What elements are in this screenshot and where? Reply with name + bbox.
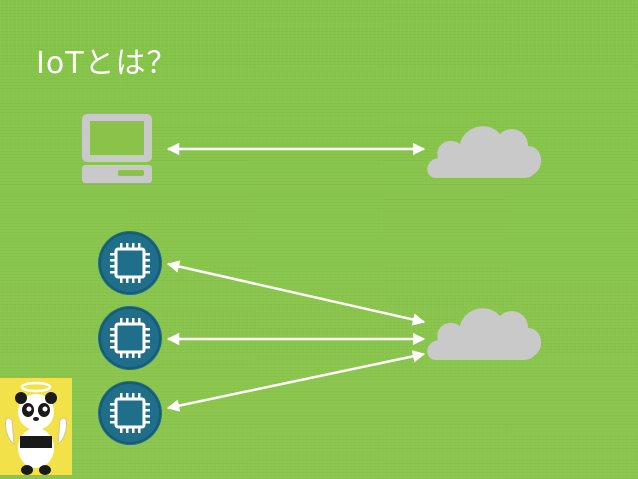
microchip-icon-2 <box>96 304 164 372</box>
microchip-icon-3 <box>96 379 164 447</box>
cloud-icon-top <box>427 126 542 178</box>
panda-mascot-image <box>0 378 72 475</box>
arrow-chip3-cloud <box>166 350 426 412</box>
arrow-chip1-cloud <box>166 260 426 326</box>
microchip-icon-1 <box>96 229 164 297</box>
laptop-computer-icon <box>82 114 152 183</box>
cloud-icon-bottom <box>427 308 542 360</box>
slide-title: IoTとは？ <box>36 46 178 81</box>
